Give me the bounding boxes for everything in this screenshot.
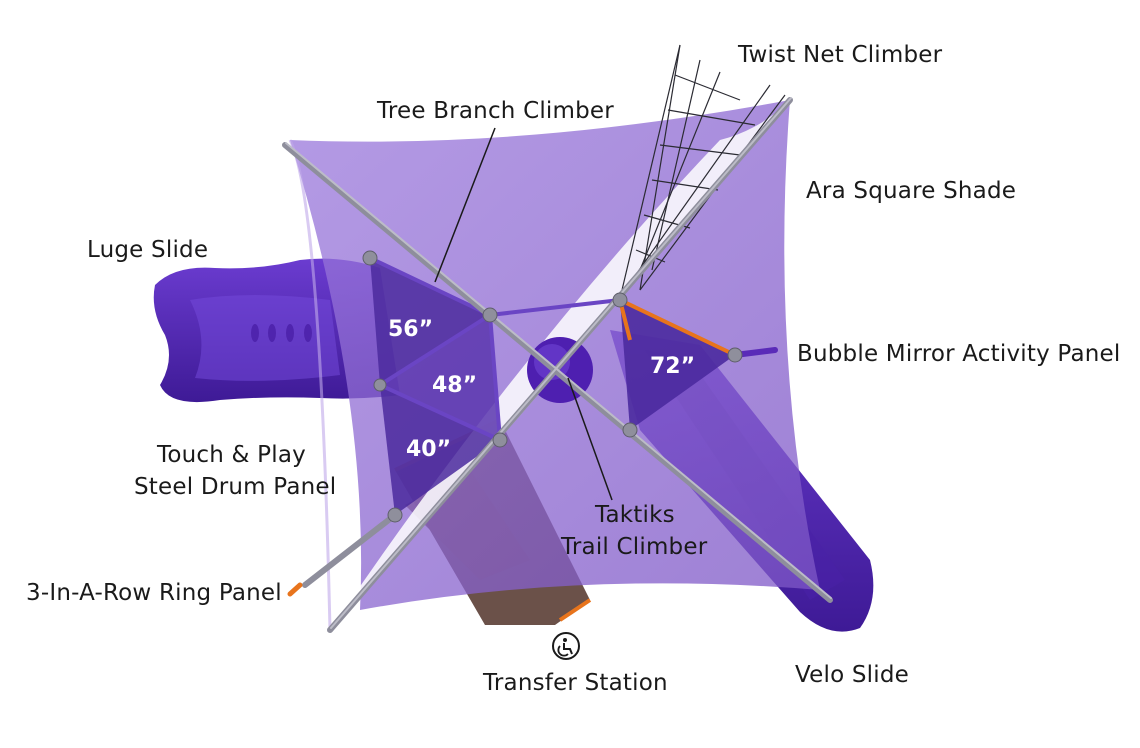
- label-luge-slide: Luge Slide: [87, 237, 208, 263]
- deck-48-height: 48”: [432, 373, 477, 398]
- deck-40-height: 40”: [406, 437, 451, 462]
- deck-72-height: 72”: [650, 354, 695, 379]
- label-velo-slide: Velo Slide: [795, 662, 909, 688]
- ring-panel-arm: [290, 585, 300, 594]
- label-transfer-station: Transfer Station: [482, 670, 668, 696]
- label-ara-square-shade: Ara Square Shade: [806, 178, 1016, 204]
- label-bubble-mirror-panel: Bubble Mirror Activity Panel: [797, 341, 1120, 367]
- label-taktiks-line2: Trail Climber: [560, 534, 708, 560]
- deck-56-height: 56”: [388, 317, 433, 342]
- wheelchair-icon: [553, 633, 579, 659]
- label-tree-branch-climber: Tree Branch Climber: [376, 98, 614, 124]
- label-twist-net-climber: Twist Net Climber: [737, 42, 943, 68]
- label-touch-play-line1: Touch & Play: [156, 442, 306, 468]
- label-ring-panel: 3-In-A-Row Ring Panel: [26, 580, 282, 606]
- label-touch-play-line2: Steel Drum Panel: [134, 474, 336, 500]
- label-taktiks-line1: Taktiks: [594, 502, 675, 528]
